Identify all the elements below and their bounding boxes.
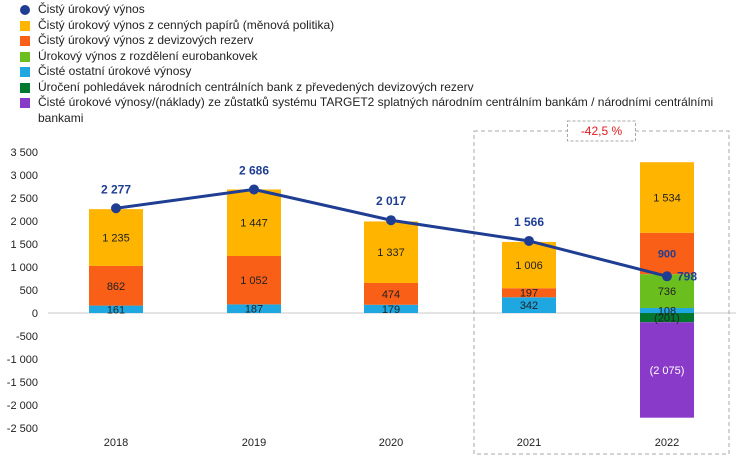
legend-label: Čisté ostatní úrokové výnosy <box>38 64 192 78</box>
line-point <box>524 235 534 246</box>
bar-data-label: 1 052 <box>240 275 268 287</box>
bar-segment <box>364 221 418 283</box>
bar-data-label: 1 235 <box>102 233 130 245</box>
annotation-box <box>567 120 636 142</box>
bar-segment <box>227 304 281 313</box>
line-data-label: 798 <box>677 269 697 283</box>
bar-segment <box>640 162 694 233</box>
bar-data-label: 474 <box>382 289 400 301</box>
bar-data-label: 1 447 <box>240 218 268 230</box>
y-tick-label: 500 <box>20 285 38 297</box>
legend-item: Čisté úrokové výnosy/(náklady) ze zůstat… <box>20 95 720 126</box>
bar-segment <box>640 313 694 323</box>
bar-segment <box>640 232 694 275</box>
annotation-label: -42,5 % <box>581 124 623 138</box>
x-tick-label: 2019 <box>242 437 266 449</box>
bar-data-label: 736 <box>658 286 676 298</box>
bar-layer <box>89 162 694 418</box>
legend-swatch <box>20 51 30 62</box>
bar-segment <box>364 304 418 313</box>
bar-data-label: (201) <box>654 313 680 325</box>
label-layer: 161 862 1 235 187 1 052 1 447 179 474 1 337 34219… <box>101 163 697 377</box>
legend-label: Čisté úrokové výnosy/(náklady) ze zůstat… <box>38 95 714 125</box>
y-tick-label: 0 <box>32 308 38 320</box>
y-tick-label: 1 500 <box>10 239 38 251</box>
line-point <box>662 271 672 282</box>
bar-segment <box>502 241 556 289</box>
legend-label: Úrokový výnos z rozdělení eurobankovek <box>38 48 258 63</box>
x-tick-label: 2021 <box>517 437 541 449</box>
bar-data-label: 161 <box>107 304 125 316</box>
bar-segment <box>89 209 143 266</box>
axis-layer: 3 500 3 000 2 500 2 000 1 500 1 000 500 0 -500 -1… <box>7 147 736 449</box>
y-tick-label: 2 500 <box>10 193 38 205</box>
legend-item: Úrokový výnos z rozdělení eurobankovek <box>20 49 720 65</box>
line-data-label: 2 017 <box>376 194 406 208</box>
line-data-label: 2 277 <box>101 182 131 196</box>
bar-data-label: 1 534 <box>653 192 681 204</box>
bar-data-label: 197 <box>520 288 538 300</box>
bar-data-label: 108 <box>658 306 676 318</box>
y-tick-label: 3 500 <box>10 147 38 159</box>
legend-item: Čistý úrokový výnos z devizových rezerv <box>20 33 720 49</box>
legend-item: Čistý úrokový výnos <box>20 2 720 18</box>
legend-item: Úročení pohledávek národních centrálních… <box>20 80 720 96</box>
bar-data-label: 179 <box>382 304 400 316</box>
legend-item: Čistý úrokový výnos z cenných papírů (mě… <box>20 18 720 34</box>
bar-data-label: 1 006 <box>515 260 543 272</box>
legend-swatch <box>20 67 30 77</box>
y-tick-label: -1 500 <box>7 377 38 389</box>
bar-data-label: 187 <box>245 304 263 316</box>
y-tick-label: 3 000 <box>10 170 38 182</box>
bar-segment <box>502 288 556 298</box>
y-tick-label: -2 000 <box>7 400 38 412</box>
bar-data-label: 862 <box>107 281 125 293</box>
line-data-label: 2 686 <box>239 163 269 177</box>
line-point <box>386 215 396 226</box>
line-point <box>111 203 121 214</box>
x-tick-label: 2022 <box>655 437 679 449</box>
bar-segment <box>502 297 556 313</box>
bar-segment <box>89 265 143 306</box>
legend-label: Čistý úrokový výnos <box>38 2 145 16</box>
bar-segment <box>89 305 143 313</box>
legend-label: Úročení pohledávek národních centrálních… <box>38 79 474 94</box>
highlight-layer: -42,5 % <box>473 120 730 455</box>
line-layer <box>111 184 672 282</box>
y-tick-label: 1 000 <box>10 262 38 274</box>
line-data-label: 1 566 <box>514 215 544 229</box>
legend-item: Čisté ostatní úrokové výnosy <box>20 64 720 80</box>
bar-segment <box>364 282 418 305</box>
line-point <box>249 184 259 195</box>
bar-segment <box>227 189 281 257</box>
bar-segment <box>640 308 694 313</box>
x-tick-label: 2018 <box>104 437 128 449</box>
bar-data-label: (2 075) <box>650 365 685 377</box>
bar-segment <box>640 322 694 418</box>
y-tick-label: -500 <box>16 331 38 343</box>
bar-data-label: 342 <box>520 300 538 312</box>
legend-swatch <box>20 5 30 15</box>
legend-swatch <box>20 36 30 46</box>
legend-label: Čistý úrokový výnos z cenných papírů (mě… <box>38 17 335 32</box>
legend-label: Čistý úrokový výnos z devizových rezerv <box>38 33 254 47</box>
y-tick-label: -2 500 <box>7 423 38 435</box>
bar-data-label: 900 <box>658 248 676 260</box>
legend-swatch <box>20 20 30 31</box>
legend-swatch <box>20 98 30 108</box>
y-tick-label: 2 000 <box>10 216 38 228</box>
x-tick-label: 2020 <box>379 437 403 449</box>
legend-swatch <box>20 82 30 93</box>
bar-data-label: 1 337 <box>377 247 405 259</box>
bar-segment <box>227 256 281 305</box>
y-tick-label: -1 000 <box>7 354 38 366</box>
